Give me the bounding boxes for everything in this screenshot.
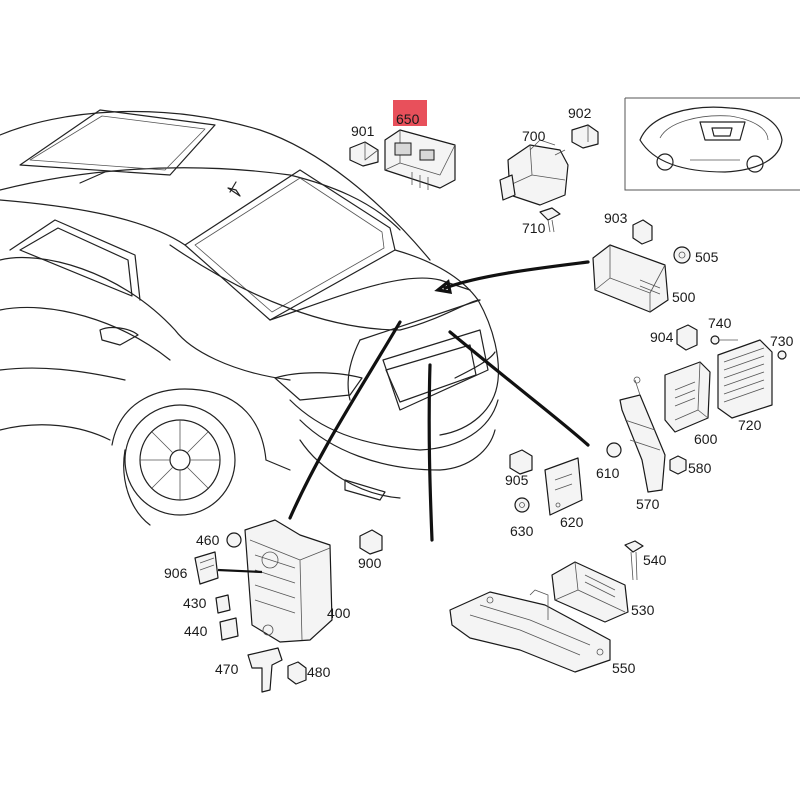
nut-505 bbox=[673, 246, 691, 264]
relay-430 bbox=[215, 594, 231, 614]
callout-720: 720 bbox=[738, 417, 762, 433]
module-500 bbox=[592, 244, 669, 313]
connector-901 bbox=[349, 141, 379, 167]
callout-620: 620 bbox=[560, 514, 584, 530]
callout-460: 460 bbox=[196, 532, 220, 548]
module-720 bbox=[717, 339, 773, 419]
callout-630: 630 bbox=[510, 523, 534, 539]
car-body-drawing bbox=[0, 109, 499, 526]
module-530 bbox=[551, 561, 629, 623]
connector-905 bbox=[509, 449, 533, 475]
module-620 bbox=[544, 457, 583, 516]
module-700 bbox=[499, 139, 569, 206]
bolt-710 bbox=[539, 207, 561, 233]
callout-906: 906 bbox=[164, 565, 188, 581]
relay-440 bbox=[219, 617, 239, 641]
callout-labels: 650 901 902 700 710 903 505 500 904 740 … bbox=[164, 105, 794, 680]
nut-580 bbox=[669, 455, 687, 475]
callout-480: 480 bbox=[307, 664, 331, 680]
callout-902: 902 bbox=[568, 105, 592, 121]
callout-530: 530 bbox=[631, 602, 655, 618]
connector-900 bbox=[359, 529, 383, 555]
relay-906 bbox=[194, 551, 219, 585]
clip-480 bbox=[287, 661, 307, 685]
nut-610 bbox=[606, 442, 622, 458]
bracket-470 bbox=[247, 647, 283, 693]
callout-730: 730 bbox=[770, 333, 794, 349]
callout-903: 903 bbox=[604, 210, 628, 226]
callout-610: 610 bbox=[596, 465, 620, 481]
callout-570: 570 bbox=[636, 496, 660, 512]
connector-903 bbox=[632, 219, 653, 245]
callout-905: 905 bbox=[505, 472, 529, 488]
callout-540: 540 bbox=[643, 552, 667, 568]
tray-550 bbox=[449, 589, 611, 673]
callout-600: 600 bbox=[694, 431, 718, 447]
leader-lines bbox=[217, 568, 263, 574]
callout-740: 740 bbox=[708, 315, 732, 331]
connector-904 bbox=[676, 324, 698, 351]
bracket-570 bbox=[619, 376, 666, 493]
connector-902 bbox=[571, 124, 599, 149]
washer-460 bbox=[226, 532, 242, 548]
location-arrows bbox=[288, 260, 590, 542]
washer-630 bbox=[514, 497, 530, 513]
inset-vehicle-view bbox=[624, 97, 800, 191]
callout-700: 700 bbox=[522, 128, 546, 144]
bolt-540 bbox=[624, 540, 644, 581]
highlight-marker bbox=[393, 100, 427, 126]
fuse-box-400 bbox=[244, 519, 333, 643]
callout-580: 580 bbox=[688, 460, 712, 476]
callout-470: 470 bbox=[215, 661, 239, 677]
bolt-740 bbox=[710, 335, 738, 345]
callout-430: 430 bbox=[183, 595, 207, 611]
callout-904: 904 bbox=[650, 329, 674, 345]
module-650 bbox=[384, 100, 456, 190]
callout-400: 400 bbox=[327, 605, 351, 621]
module-600 bbox=[664, 361, 711, 433]
callout-901: 901 bbox=[351, 123, 375, 139]
callout-505: 505 bbox=[695, 249, 719, 265]
callout-550: 550 bbox=[612, 660, 636, 676]
callout-900: 900 bbox=[358, 555, 382, 571]
callout-710: 710 bbox=[522, 220, 546, 236]
callout-500: 500 bbox=[672, 289, 696, 305]
clip-730 bbox=[777, 350, 787, 360]
callout-440: 440 bbox=[184, 623, 208, 639]
callout-650: 650 bbox=[396, 111, 420, 127]
